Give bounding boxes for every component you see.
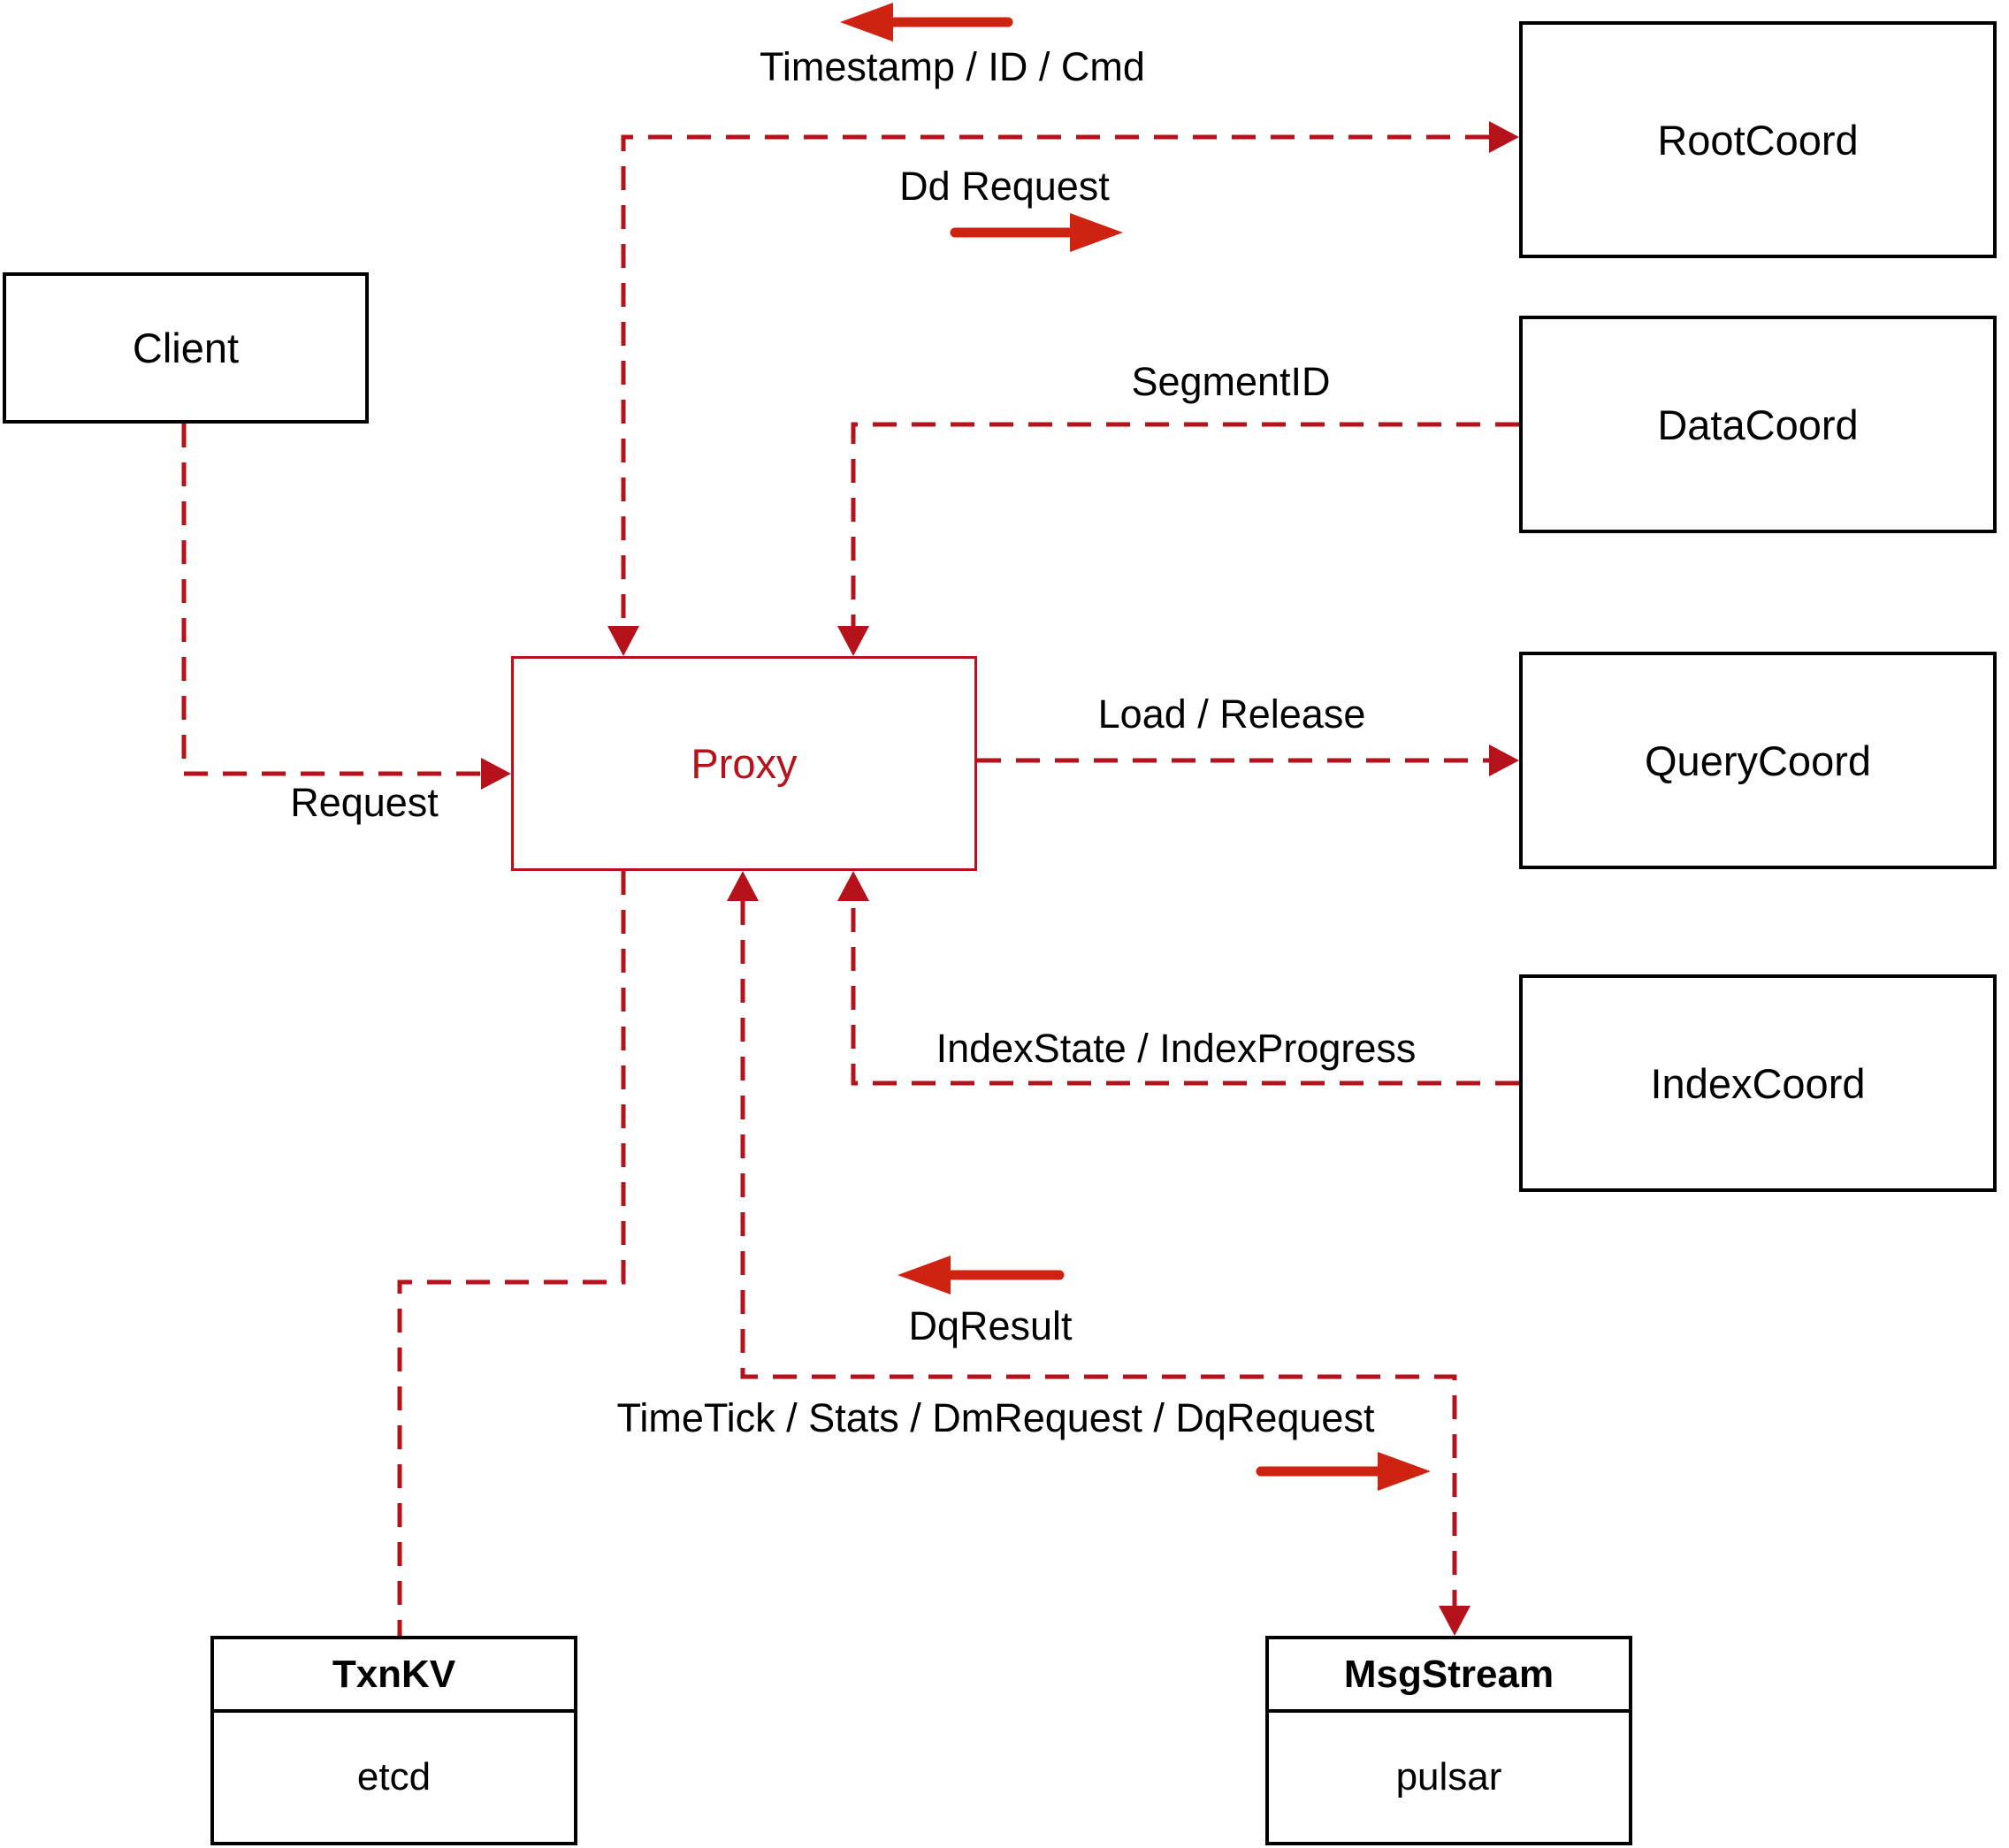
edge-proxy-txnkv [397, 871, 626, 1636]
node-msgstream-impl: pulsar [1395, 1755, 1502, 1798]
node-rootcoord: RootCoord [1519, 21, 1997, 258]
arrowhead-into-proxy-top-left [607, 626, 639, 656]
node-querycoord-label: QueryCoord [1645, 737, 1871, 784]
node-client: Client [3, 272, 369, 424]
arrowhead-into-querycoord [1489, 745, 1519, 776]
node-rootcoord-label: RootCoord [1657, 116, 1859, 164]
arrowhead-into-proxy-left [481, 758, 511, 790]
arrowhead-into-msgstream [1439, 1606, 1470, 1636]
edge-label-load-release: Load / Release [1097, 691, 1366, 737]
edge-label-dq-result: DqResult [908, 1303, 1073, 1348]
edge-label-index-state: IndexState / IndexProgress [936, 1026, 1417, 1071]
node-proxy: Proxy [511, 656, 977, 871]
node-proxy-label: Proxy [691, 740, 798, 787]
edge-proxy-rootcoord [621, 134, 1489, 626]
arrowhead-into-rootcoord [1489, 121, 1519, 153]
node-txnkv-impl: etcd [356, 1755, 432, 1798]
edge-label-timestamp: Timestamp / ID / Cmd [760, 44, 1145, 89]
direction-arrow-timetick-head [1378, 1452, 1431, 1491]
node-txnkv-title: TxnKV [214, 1639, 574, 1713]
node-txnkv: TxnKV etcd [210, 1636, 577, 1845]
edge-indexcoord-proxy [851, 901, 1519, 1086]
node-datacoord-label: DataCoord [1657, 401, 1859, 448]
node-client-label: Client [132, 325, 240, 371]
arrowhead-into-proxy-top-right [837, 626, 869, 656]
node-indexcoord-label: IndexCoord [1650, 1059, 1866, 1107]
node-datacoord: DataCoord [1519, 316, 1997, 533]
node-indexcoord: IndexCoord [1519, 974, 1997, 1192]
edge-proxy-msgstream [740, 901, 1457, 1606]
edge-client-proxy [181, 424, 481, 776]
node-msgstream: MsgStream pulsar [1265, 1636, 1632, 1845]
edge-label-segment-id: SegmentID [1131, 359, 1331, 404]
edge-label-request: Request [290, 780, 439, 825]
edge-datacoord-proxy [851, 422, 1519, 626]
node-querycoord: QueryCoord [1519, 652, 1997, 869]
direction-arrow-ddrequest-head [1070, 213, 1123, 252]
node-msgstream-title: MsgStream [1269, 1639, 1629, 1713]
edge-label-time-tick: TimeTick / Stats / DmRequest / DqRequest [616, 1395, 1375, 1440]
arrowhead-into-proxy-bottom-left [727, 871, 759, 901]
direction-arrow-timestamp-head [840, 3, 893, 42]
direction-arrow-dqresult-head [898, 1256, 951, 1294]
arrowhead-into-proxy-bottom-right [837, 871, 869, 901]
edge-label-dd-request: Dd Request [899, 164, 1110, 209]
